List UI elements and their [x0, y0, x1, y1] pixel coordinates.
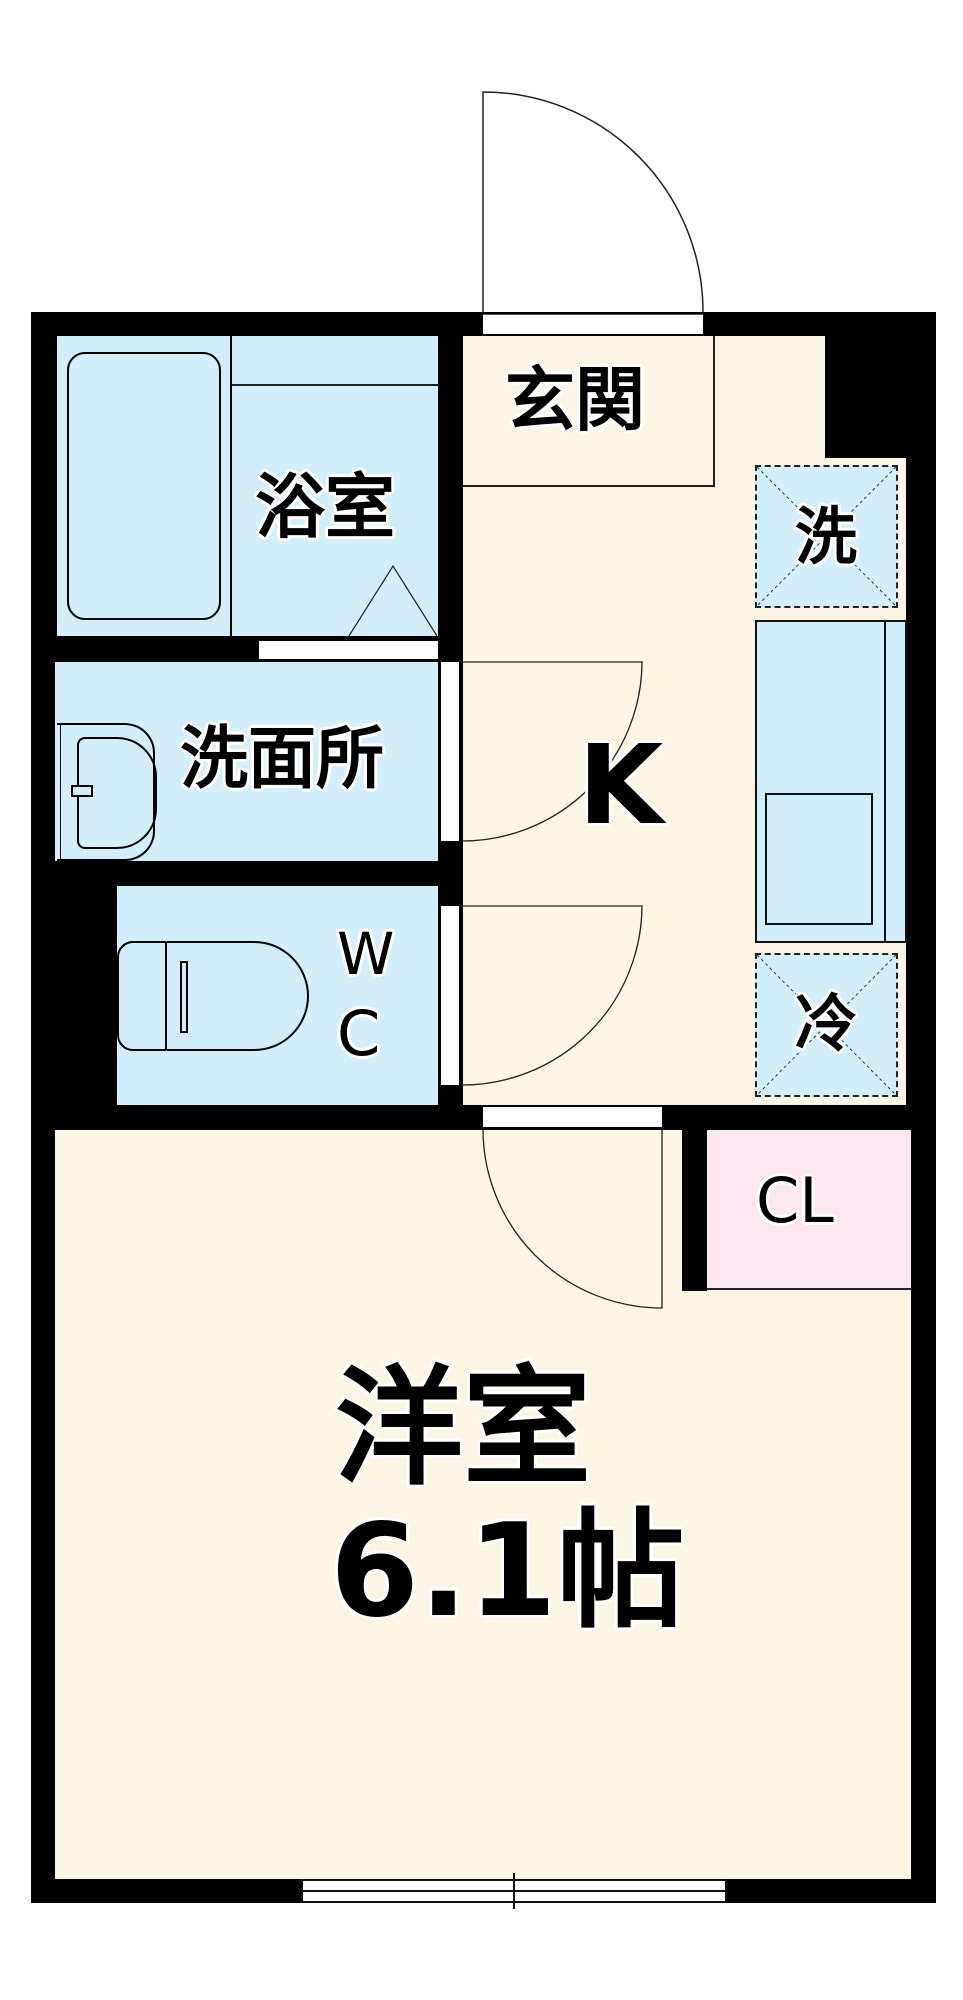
fridge-label: 冷: [795, 987, 858, 1060]
closet-label: CL: [756, 1164, 834, 1237]
toilet-door[interactable]: [441, 906, 459, 1085]
sink-counter: [57, 723, 155, 861]
toilet-bowl: [167, 941, 309, 1051]
entrance-door-swing: [482, 91, 704, 313]
room-door-opening[interactable]: [483, 1107, 662, 1127]
bathroom-label: 浴室: [255, 466, 395, 548]
bathtub-divider: [230, 336, 232, 636]
bathroom: [57, 336, 438, 636]
room-door-swing: [482, 1128, 663, 1309]
toilet-label-c: C: [337, 997, 381, 1070]
washer-diagonals: [756, 466, 897, 607]
fridge-diagonals: [756, 954, 897, 1096]
bath-drain-triangle: [348, 564, 438, 637]
entrance-door-opening[interactable]: [483, 314, 703, 334]
window-center-line: [513, 1873, 515, 1909]
washroom-door-swing: [460, 661, 643, 842]
toilet-label-w: W: [337, 920, 395, 988]
pillar-top-right: [825, 336, 936, 458]
entrance-area: [463, 336, 715, 487]
bathroom-door[interactable]: [259, 641, 438, 659]
faucet: [71, 785, 93, 797]
kitchen-label: K: [578, 721, 664, 849]
washer-label: 洗: [795, 500, 858, 573]
washroom-label: 洗面所: [180, 720, 385, 799]
western-room-label: 洋室: [335, 1354, 592, 1503]
washroom-door[interactable]: [441, 662, 459, 841]
kitchen-counter: [755, 620, 907, 943]
toilet-tank: [117, 941, 167, 1051]
bathtub: [67, 352, 221, 620]
kitchen-sink: [765, 793, 873, 925]
closet-pillar: [682, 1128, 707, 1291]
entrance-label: 玄関: [505, 359, 645, 441]
sink-edge-line: [60, 723, 61, 861]
closet: [707, 1130, 911, 1290]
counter-back-line: [884, 620, 886, 943]
toilet-seat-hinge: [180, 961, 188, 1033]
bath-shelf-line: [232, 384, 438, 386]
western-room-size: 6.1帖: [330, 1497, 685, 1646]
toilet-door-swing: [460, 905, 643, 1086]
